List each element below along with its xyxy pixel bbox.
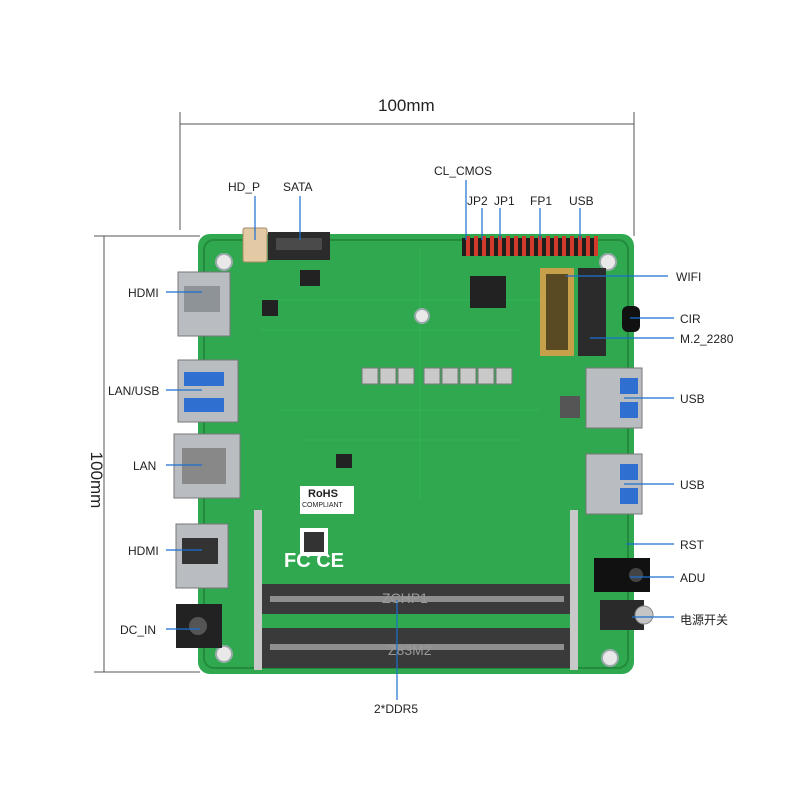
label-hdmi-1: HDMI	[128, 286, 159, 300]
header-pins	[462, 236, 598, 256]
label-hdmi-2: HDMI	[128, 544, 159, 558]
leader-lines	[166, 180, 674, 700]
label-jp2: JP2	[467, 194, 488, 208]
rohs-text: RoHS	[308, 488, 338, 500]
label-m2: M.2_2280	[680, 332, 734, 346]
label-rst: RST	[680, 538, 704, 552]
label-fp1: FP1	[530, 194, 553, 208]
right-ports	[585, 367, 654, 630]
label-wifi: WIFI	[676, 270, 702, 284]
label-ddr: 2*DDR5	[374, 702, 419, 716]
rohs-mark	[300, 486, 354, 514]
compliant-text: COMPLIANT	[302, 502, 343, 509]
label-sata: SATA	[283, 180, 313, 194]
ddr-slot-1-text: ZCHP1	[382, 590, 428, 606]
ddr-slot-2-text: Z83M2	[388, 642, 432, 658]
label-lan-usb: LAN/USB	[108, 384, 160, 398]
cir-sensor	[622, 306, 640, 332]
chip	[470, 276, 506, 308]
label-power-switch: 电源开关	[680, 613, 729, 627]
pcb-board	[198, 234, 634, 674]
label-jp1: JP1	[494, 194, 515, 208]
mounting-holes	[215, 253, 619, 667]
label-cl-cmos: CL_CMOS	[434, 164, 493, 178]
dimension-lines	[94, 112, 635, 673]
label-usb-right-2: USB	[680, 478, 705, 492]
label-adu: ADU	[680, 571, 706, 585]
label-hd-p: HD_P	[228, 180, 261, 194]
left-ports	[173, 271, 241, 648]
label-dc-in: DC_IN	[120, 623, 157, 637]
label-cir: CIR	[680, 312, 701, 326]
inductor-row	[361, 367, 513, 385]
label-usb-right-1: USB	[680, 392, 705, 406]
width-dimension-label: 100mm	[378, 96, 435, 115]
label-usb-top: USB	[569, 194, 594, 208]
fcc-ce-text: FC CE	[284, 550, 344, 572]
label-lan: LAN	[133, 459, 157, 473]
